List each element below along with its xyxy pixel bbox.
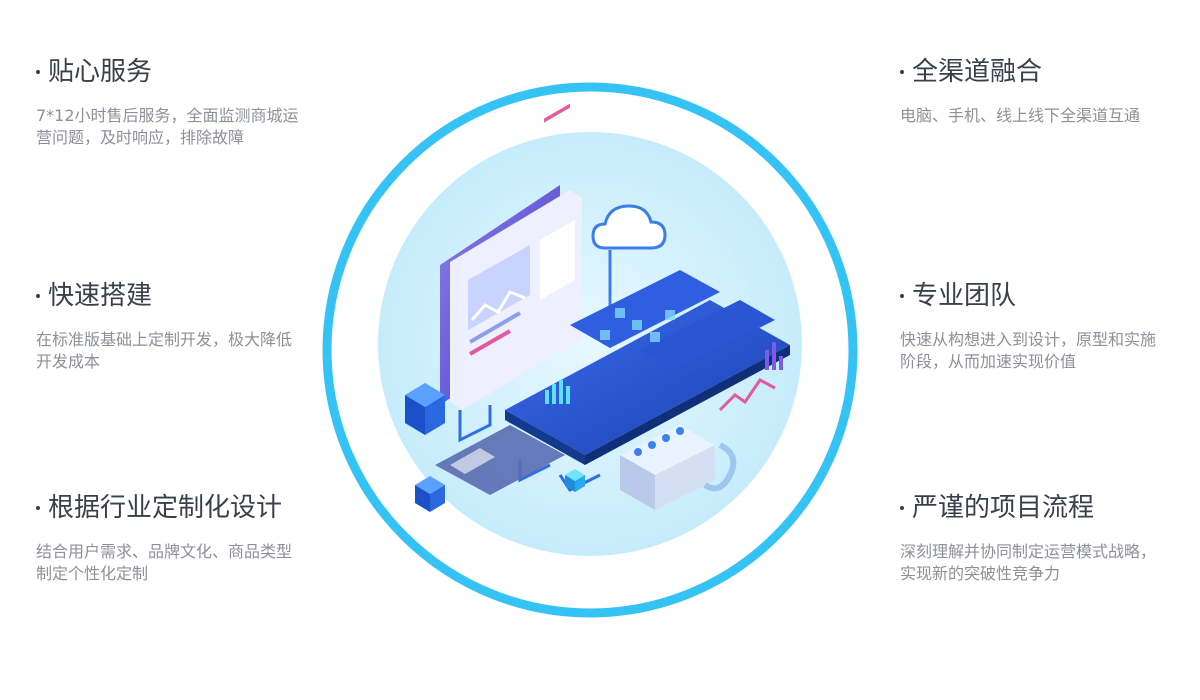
monitor-screen bbox=[440, 103, 582, 410]
feature-desc: 结合用户需求、品牌文化、商品类型制定个性化定制 bbox=[36, 542, 293, 583]
bullet-dot bbox=[900, 506, 904, 510]
bullet-dot bbox=[36, 70, 40, 74]
feature-title: 根据行业定制化设计 bbox=[48, 493, 283, 523]
platform-board bbox=[505, 270, 790, 465]
feature-title: 全渠道融合 bbox=[912, 57, 1043, 87]
feature-fast-build: 快速搭建 在标准版基础上定制开发，极大降低开发成本 bbox=[36, 279, 306, 373]
server-rack-icon bbox=[620, 425, 737, 510]
feature-desc: 快速从构想进入到设计，原型和实施阶段，从而加速实现价值 bbox=[900, 330, 1157, 371]
platform-illustration bbox=[322, 82, 858, 618]
outer-ring bbox=[322, 82, 858, 618]
feature-custom-design: 根据行业定制化设计 结合用户需求、品牌文化、商品类型制定个性化定制 bbox=[36, 491, 306, 585]
bullet-dot bbox=[900, 294, 904, 298]
grid-tile bbox=[435, 425, 565, 495]
feature-process: 严谨的项目流程 深刻理解并协同制定运营模式战略，实现新的突破性竞争力 bbox=[900, 491, 1170, 585]
feature-title: 严谨的项目流程 bbox=[912, 493, 1095, 523]
bullet-dot bbox=[36, 294, 40, 298]
bullet-dot bbox=[900, 70, 904, 74]
feature-desc: 7*12小时售后服务，全面监测商城运营问题，及时响应，排除故障 bbox=[36, 106, 299, 147]
feature-title: 快速搭建 bbox=[48, 281, 153, 311]
feature-title: 专业团队 bbox=[912, 281, 1017, 311]
bullet-dot bbox=[36, 506, 40, 510]
cube-icon bbox=[405, 383, 585, 512]
feature-pro-team: 专业团队 快速从构想进入到设计，原型和实施阶段，从而加速实现价值 bbox=[900, 279, 1170, 373]
feature-title: 贴心服务 bbox=[48, 57, 153, 87]
feature-service: 贴心服务 7*12小时售后服务，全面监测商城运营问题，及时响应，排除故障 bbox=[36, 55, 306, 149]
feature-desc: 深刻理解并协同制定运营模式战略，实现新的突破性竞争力 bbox=[900, 542, 1157, 583]
feature-desc: 电脑、手机、线上线下全渠道互通 bbox=[900, 106, 1141, 125]
feature-desc: 在标准版基础上定制开发，极大降低开发成本 bbox=[36, 330, 293, 371]
feature-omnichannel: 全渠道融合 电脑、手机、线上线下全渠道互通 bbox=[900, 55, 1170, 127]
